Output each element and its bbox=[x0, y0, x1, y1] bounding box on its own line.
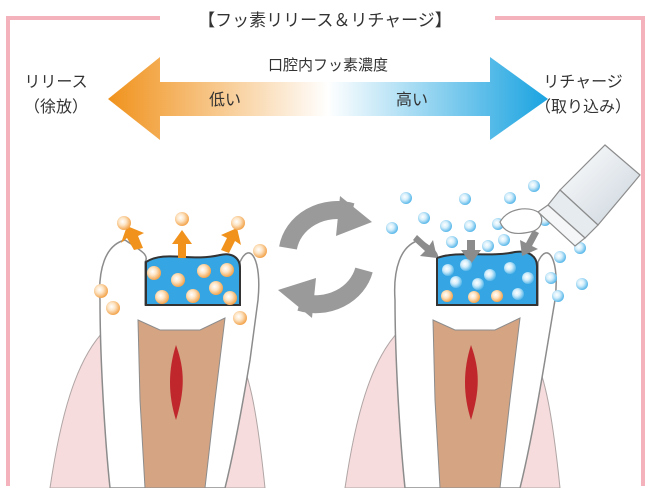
recharge-sublabel: （取り込み） bbox=[535, 97, 631, 116]
release-sublabel: （徐放） bbox=[24, 97, 88, 116]
syringe-icon bbox=[500, 145, 640, 246]
high-label: 高い bbox=[396, 90, 428, 109]
gradient-label: 口腔内フッ素濃度 bbox=[268, 56, 388, 74]
diagram-title: 【フッ素リリース＆リチャージ】 bbox=[198, 11, 452, 31]
recharge-label: リチャージ bbox=[543, 72, 623, 91]
cycle-arrows-icon bbox=[278, 196, 372, 318]
low-label: 低い bbox=[209, 90, 241, 109]
release-label: リリース bbox=[24, 72, 87, 91]
